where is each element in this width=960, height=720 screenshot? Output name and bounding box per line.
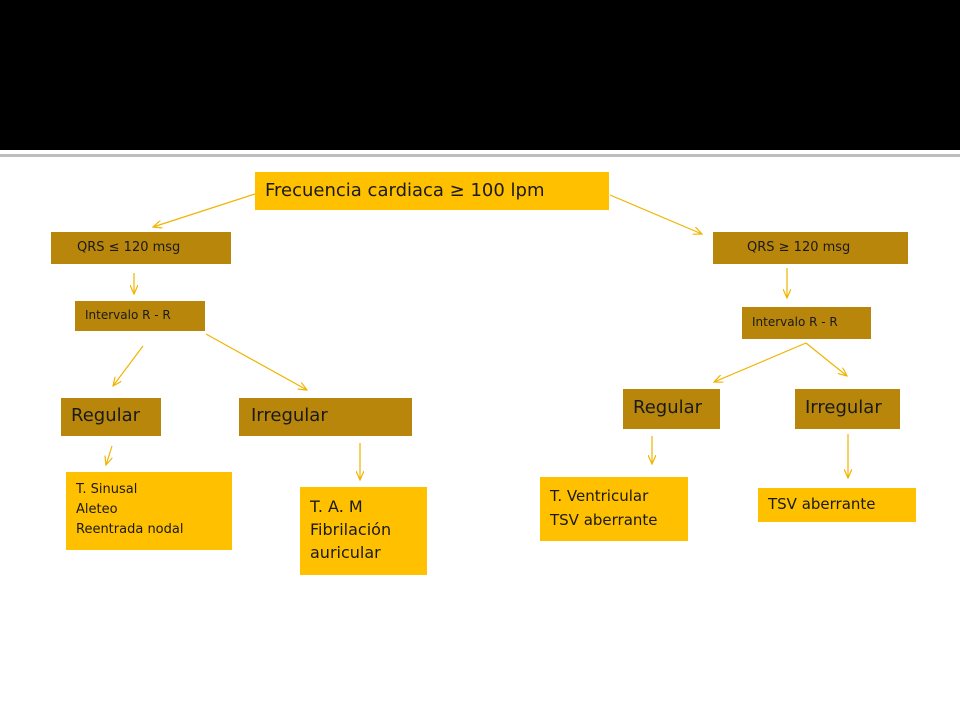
arrow-right-interval-irregular xyxy=(805,342,847,376)
left-irregular-label: Irregular xyxy=(251,405,328,426)
right-regular-items: T. Ventricular TSV aberrante xyxy=(540,477,688,541)
list-item: T. Ventricular xyxy=(550,487,649,505)
list-item: Aleteo xyxy=(76,502,118,517)
arrow-left-regular-items xyxy=(106,445,113,465)
list-item: Fibrilación xyxy=(310,520,392,539)
arrow-left-interval-irregular xyxy=(205,333,307,390)
right-irregular-node: Irregular xyxy=(795,389,900,429)
list-item: TSV aberrante xyxy=(550,511,658,529)
left-irregular-items: T. A. M Fibrilación auricular xyxy=(300,487,427,575)
list-item: TSV aberrante xyxy=(768,495,876,513)
left-regular-node: Regular xyxy=(61,398,161,436)
left-irregular-node: Irregular xyxy=(239,398,412,436)
list-item: T. Sinusal xyxy=(76,482,138,497)
list-item: T. A. M xyxy=(310,497,363,516)
arrow-right-interval-regular xyxy=(714,342,807,382)
left-qrs-node: QRS ≤ 120 msg xyxy=(51,232,231,264)
right-interval-node: Intervalo R - R xyxy=(742,307,871,339)
header-bar xyxy=(0,0,960,150)
header-divider xyxy=(0,154,960,157)
left-regular-label: Regular xyxy=(71,405,141,426)
right-irregular-items: TSV aberrante xyxy=(758,488,916,522)
right-interval-label: Intervalo R - R xyxy=(752,315,838,329)
right-qrs-label: QRS ≥ 120 msg xyxy=(747,240,851,255)
root-node: Frecuencia cardiaca ≥ 100 lpm xyxy=(255,172,609,210)
root-label: Frecuencia cardiaca ≥ 100 lpm xyxy=(265,180,545,201)
left-regular-items: T. Sinusal Aleteo Reentrada nodal xyxy=(66,472,232,550)
arrow-root-right xyxy=(609,194,702,234)
right-irregular-label: Irregular xyxy=(805,397,882,418)
list-item: auricular xyxy=(310,543,381,562)
right-qrs-node: QRS ≥ 120 msg xyxy=(713,232,908,264)
right-regular-node: Regular xyxy=(623,389,720,429)
arrow-root-left xyxy=(153,193,256,227)
list-item: Reentrada nodal xyxy=(76,522,184,537)
left-interval-node: Intervalo R - R xyxy=(75,301,205,331)
right-regular-label: Regular xyxy=(633,397,703,418)
left-qrs-label: QRS ≤ 120 msg xyxy=(77,240,181,255)
arrow-left-interval-regular xyxy=(113,345,144,386)
left-interval-label: Intervalo R - R xyxy=(85,308,171,322)
